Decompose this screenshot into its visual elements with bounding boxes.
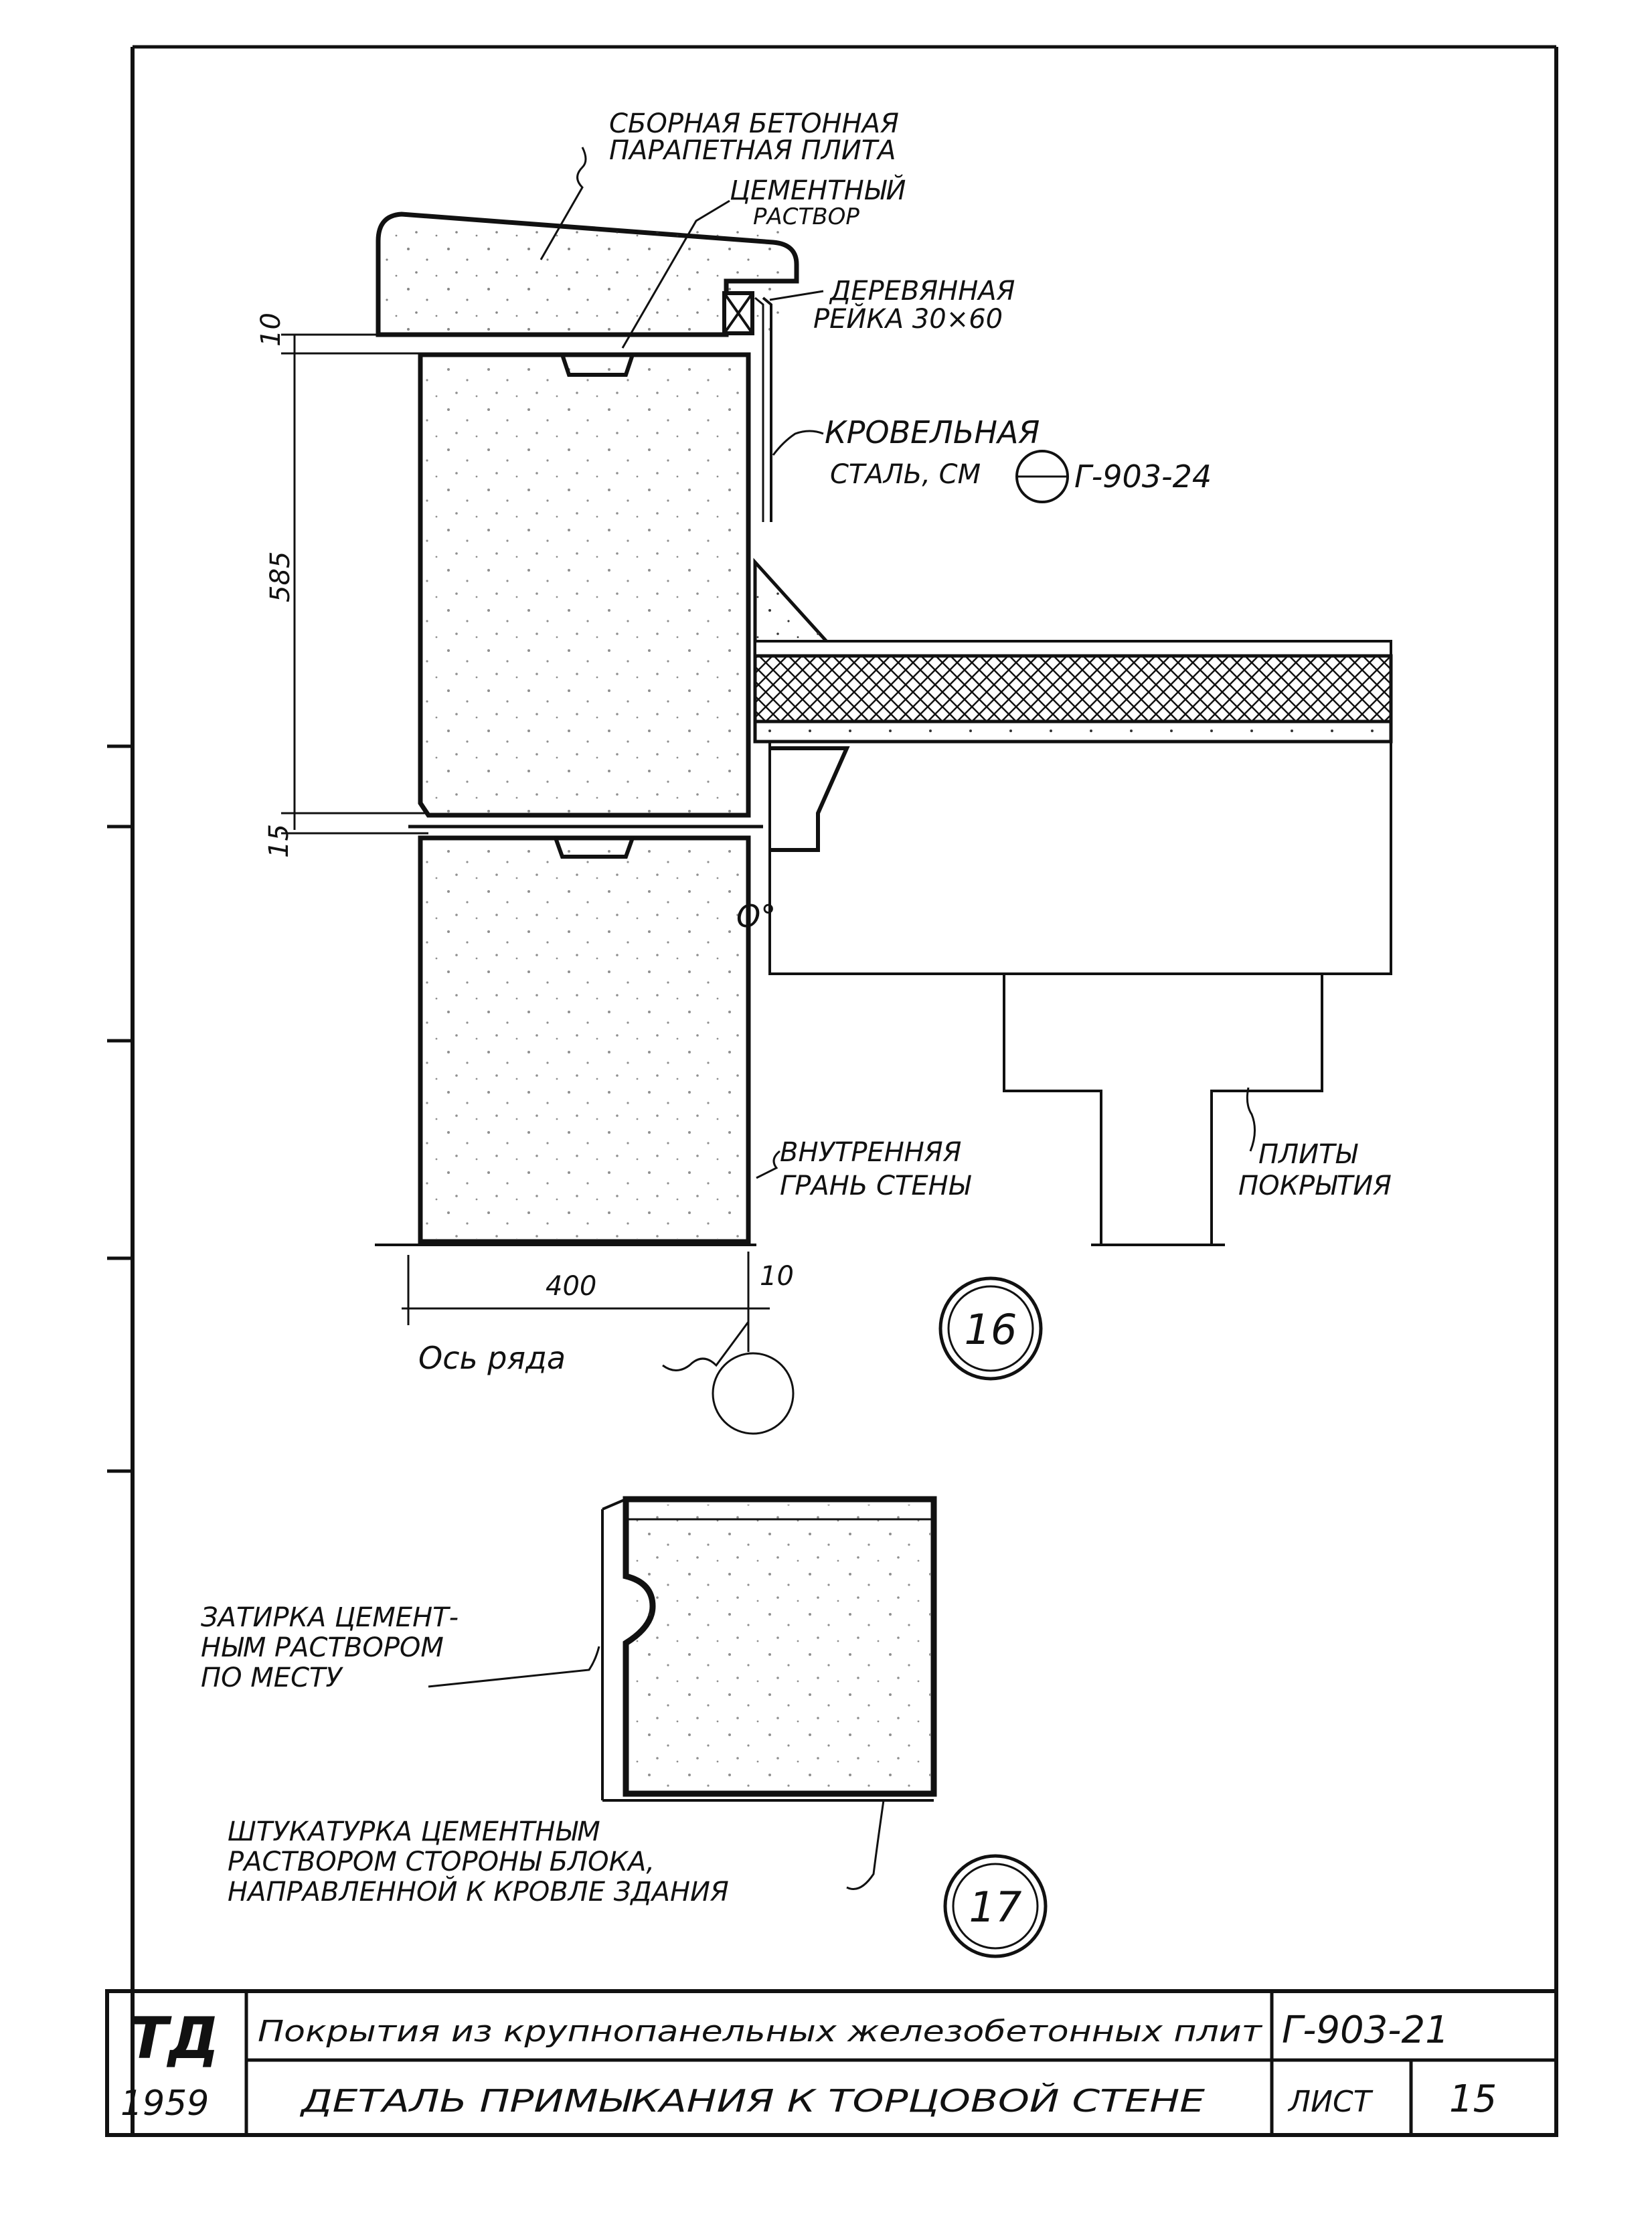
- roof-slab: [768, 740, 1392, 975]
- detail-16-number: 16: [965, 1305, 1017, 1354]
- label-roofsteel-ref: Г-903-24: [1074, 458, 1212, 495]
- title-sheet-number: 15: [1449, 2077, 1497, 2121]
- title-sheet-label: ЛИСТ: [1287, 2085, 1374, 2119]
- label-mortar-1: ЦЕМЕНТНЫЙ: [730, 174, 906, 206]
- detail-16-wall-mark: O°: [736, 898, 776, 934]
- label-roofsteel-1: КРОВЕЛЬНАЯ: [825, 414, 1040, 450]
- label-mortar-2: РАСТВОР: [753, 203, 859, 230]
- title-year: 1959: [120, 2083, 209, 2124]
- label-grout-3: ПО МЕСТУ: [201, 1663, 343, 1693]
- row-axis-bubble: [712, 1352, 795, 1435]
- insulation-layer: [753, 654, 1393, 723]
- label-plaster-2: РАСТВОРОМ СТОРОНЫ БЛОКА,: [228, 1847, 655, 1877]
- label-parapet-2: ПАРАПЕТНАЯ ПЛИТА: [609, 135, 896, 166]
- label-batten-2: РЕЙКА 30×60: [813, 303, 1003, 335]
- dim-block-height: 585: [265, 551, 296, 602]
- title-logo: ТД: [129, 2005, 219, 2072]
- title-block: [105, 1989, 1558, 2137]
- detail-17-plan: [428, 1496, 937, 1890]
- detail-17-number: 17: [969, 1883, 1022, 1932]
- detail-17-marker: [943, 1854, 1048, 1958]
- dim-wall-width: 400: [546, 1271, 596, 1302]
- dim-joint: 15: [264, 824, 295, 858]
- label-plaster-3: НАПРАВЛЕННОЙ К КРОВЛЕ ЗДАНИЯ: [228, 1875, 729, 1907]
- label-row-axis: Ось ряда: [418, 1340, 566, 1376]
- title-series: Покрытия из крупнопанельных железобетонн…: [258, 2015, 1263, 2049]
- title-code: Г-903-21: [1282, 2009, 1449, 2052]
- dimension-lines: [281, 333, 770, 1325]
- label-parapet-1: СБОРНАЯ БЕТОННАЯ: [609, 108, 899, 139]
- label-grout-1: ЗАТИРКА ЦЕМЕНТ-: [201, 1602, 459, 1633]
- label-batten-1: ДЕРЕВЯННАЯ: [829, 276, 1015, 307]
- roofing-membrane: [754, 640, 1392, 657]
- label-roofsteel-2: СТАЛЬ, СМ: [830, 459, 981, 490]
- slab-rib: [1003, 974, 1323, 1245]
- dim-offset: 10: [760, 1261, 794, 1292]
- dim-top-gap: 10: [256, 313, 286, 347]
- label-inner-face-2: ГРАНЬ СТЕНЫ: [780, 1171, 972, 1201]
- label-plaster-1: ШТУКАТУРКА ЦЕМЕНТНЫМ: [228, 1816, 600, 1847]
- detail-16-section: O°: [281, 147, 1393, 1435]
- label-inner-face-1: ВНУТРЕННЯЯ: [780, 1137, 961, 1168]
- label-roof-slabs-2: ПОКРЫТИЯ: [1238, 1171, 1392, 1201]
- label-roof-slabs-1: ПЛИТЫ: [1258, 1139, 1359, 1170]
- detail-16-marker: [938, 1276, 1043, 1381]
- label-grout-2: НЫМ РАСТВОРОМ: [201, 1632, 444, 1663]
- title-sheet-name: ДЕТАЛЬ ПРИМЫКАНИЯ К ТОРЦОВОЙ СТЕНЕ: [299, 2083, 1205, 2119]
